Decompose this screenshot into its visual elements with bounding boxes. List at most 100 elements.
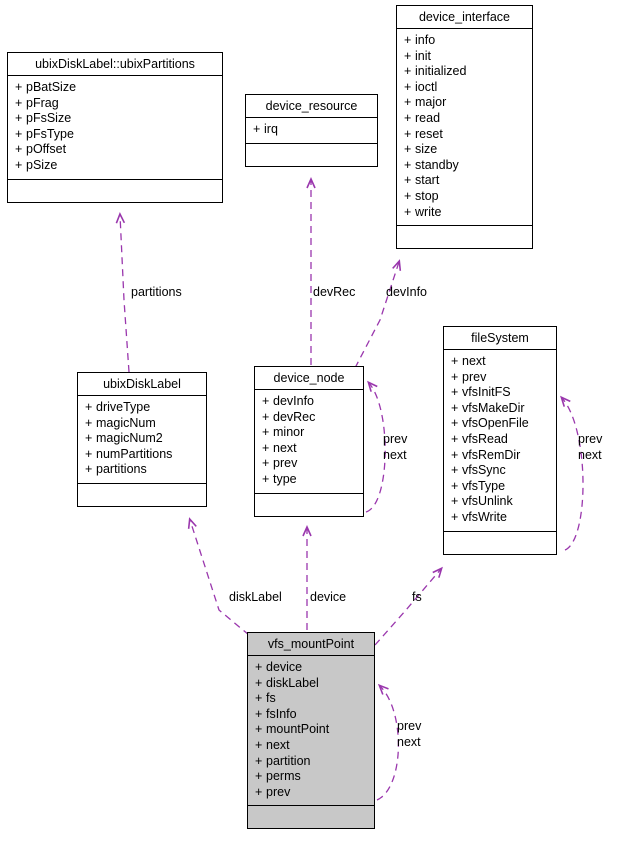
visibility-public: +	[451, 416, 459, 431]
class-box-file-system[interactable]: fileSystem +next +prev +vfsInitFS +vfsMa…	[443, 326, 557, 555]
compartment-separator	[78, 482, 206, 484]
visibility-public: +	[85, 431, 93, 446]
edge-label-devinfo: devInfo	[386, 285, 428, 299]
compartment-separator	[248, 805, 374, 807]
edge-disklabel	[187, 517, 250, 636]
compartment-separator	[246, 142, 377, 144]
member-row: +major	[404, 95, 528, 111]
visibility-public: +	[15, 80, 23, 94]
member-row: +vfsOpenFile	[451, 416, 552, 432]
member-row: +next	[255, 738, 370, 754]
member-name: devRec	[273, 409, 316, 424]
member-list-vfs-mount-point: +device +diskLabel +fs +fsInfo +mountPoi…	[248, 656, 374, 805]
member-row: +fsInfo	[255, 707, 370, 723]
member-row: +vfsRemDir	[451, 448, 552, 464]
member-list-device-node: +devInfo +devRec +minor +next +prev +typ…	[255, 390, 363, 493]
method-list-empty	[246, 144, 377, 166]
compartment-separator	[444, 530, 556, 532]
member-row: +next	[262, 441, 359, 457]
member-name: minor	[273, 425, 305, 440]
class-title-device-interface: device_interface	[418, 10, 511, 24]
visibility-public: +	[255, 660, 263, 674]
compartment-separator	[78, 395, 206, 396]
member-row: +magicNum	[85, 416, 202, 432]
compartment-separator	[397, 225, 532, 227]
edge-label-prev: prev	[397, 719, 422, 733]
member-list-ubix-disk-label: +driveType +magicNum +magicNum2 +numPart…	[78, 396, 206, 483]
member-name: pFsSize	[26, 111, 72, 126]
member-name: diskLabel	[266, 675, 319, 690]
visibility-public: +	[404, 110, 412, 125]
member-row: +partition	[255, 754, 370, 770]
visibility-public: +	[451, 463, 459, 478]
member-row: +start	[404, 173, 528, 189]
member-name: next	[462, 354, 486, 368]
member-row: +driveType	[85, 400, 202, 416]
visibility-public: +	[451, 354, 459, 368]
method-list-empty	[255, 494, 363, 516]
class-box-device-interface[interactable]: device_interface +info +init +initialize…	[396, 5, 533, 250]
member-row: +info	[404, 33, 528, 49]
visibility-public: +	[262, 440, 270, 455]
member-name: vfsSync	[462, 463, 506, 478]
member-row: +pSize	[15, 158, 218, 174]
edge-file-system-self	[560, 395, 584, 551]
visibility-public: +	[451, 494, 459, 509]
compartment-separator	[248, 655, 374, 656]
visibility-public: +	[255, 737, 263, 752]
visibility-public: +	[255, 722, 263, 737]
member-name: vfsUnlink	[462, 494, 513, 509]
edge-label-devrec: devRec	[313, 285, 356, 299]
class-box-device-node[interactable]: device_node +devInfo +devRec +minor +nex…	[254, 366, 364, 517]
member-name: next	[266, 737, 290, 752]
member-list-device-resource: +irq	[246, 118, 377, 143]
edge-device-node-self	[365, 380, 386, 513]
visibility-public: +	[255, 753, 263, 768]
member-row: +reset	[404, 127, 528, 143]
member-row: +type	[262, 472, 359, 488]
member-row: +magicNum2	[85, 431, 202, 447]
member-row: +pFsType	[15, 127, 218, 143]
member-name: magicNum2	[96, 431, 163, 446]
visibility-public: +	[255, 784, 263, 799]
visibility-public: +	[404, 48, 412, 63]
member-row: +vfsMakeDir	[451, 401, 552, 417]
visibility-public: +	[404, 64, 412, 79]
method-list-empty	[8, 180, 222, 202]
member-row: +next	[451, 354, 552, 370]
member-row: +pFrag	[15, 96, 218, 112]
member-name: next	[273, 440, 297, 455]
edge-label-fs: fs	[412, 590, 422, 604]
member-row: +fs	[255, 691, 370, 707]
member-name: prev	[266, 784, 291, 799]
member-row: +stop	[404, 189, 528, 205]
method-list-empty	[444, 532, 556, 554]
member-name: ioctl	[415, 79, 438, 94]
edge-fs	[374, 566, 443, 646]
member-name: vfsRemDir	[462, 447, 521, 462]
member-name: partition	[266, 753, 311, 768]
member-name: prev	[273, 456, 298, 471]
class-box-device-resource[interactable]: device_resource +irq	[245, 94, 378, 167]
member-name: pSize	[26, 157, 58, 172]
class-title-ubix-disk-label: ubixDiskLabel	[103, 377, 181, 391]
method-list-empty	[78, 484, 206, 506]
class-box-ubix-partitions[interactable]: ubixDiskLabel::ubixPartitions +pBatSize …	[7, 52, 223, 203]
visibility-public: +	[15, 95, 23, 110]
member-name: devInfo	[273, 394, 315, 408]
class-box-ubix-disk-label[interactable]: ubixDiskLabel +driveType +magicNum +magi…	[77, 372, 207, 507]
visibility-public: +	[255, 706, 263, 721]
member-row: +read	[404, 111, 528, 127]
compartment-separator	[8, 75, 222, 76]
compartment-separator	[255, 492, 363, 494]
edge-label-next: next	[383, 448, 407, 462]
visibility-public: +	[85, 446, 93, 461]
visibility-public: +	[451, 400, 459, 415]
member-row: +vfsUnlink	[451, 494, 552, 510]
member-row: +irq	[253, 122, 373, 138]
member-row: +vfsInitFS	[451, 385, 552, 401]
edge-partitions	[115, 212, 130, 373]
member-list-ubix-partitions: +pBatSize +pFrag +pFsSize +pFsType +pOff…	[8, 76, 222, 179]
member-row: +ioctl	[404, 80, 528, 96]
class-box-vfs-mount-point[interactable]: vfs_mountPoint +device +diskLabel +fs +f…	[247, 632, 375, 830]
